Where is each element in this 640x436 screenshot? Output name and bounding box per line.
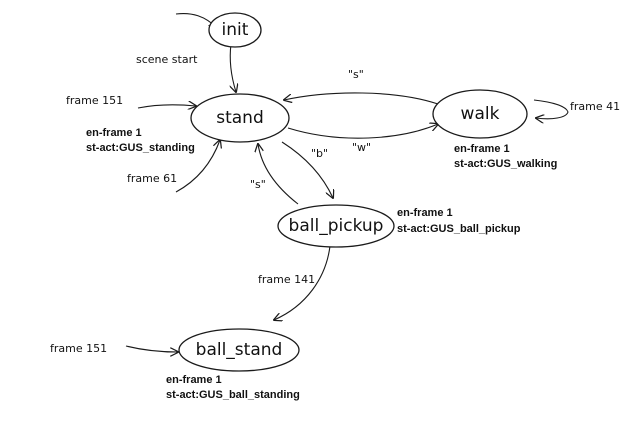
edge-frame61-stand bbox=[175, 140, 220, 193]
node-walk-label: walk bbox=[461, 104, 500, 124]
node-ball-pickup: ball_pickup bbox=[277, 204, 395, 248]
node-ball-pickup-label: ball_pickup bbox=[289, 216, 384, 236]
note-ball-pickup-line-1: en-frame 1 bbox=[397, 207, 453, 219]
edge-walk-loop bbox=[533, 99, 569, 119]
note-stand-line-1: en-frame 1 bbox=[86, 127, 142, 139]
edge-ballpickup-stand bbox=[258, 144, 299, 205]
label-b: "b" bbox=[311, 147, 328, 160]
node-stand-label: stand bbox=[216, 108, 264, 128]
edge-frame151-stand bbox=[137, 105, 196, 108]
node-init: init bbox=[208, 12, 262, 48]
label-w: "w" bbox=[352, 141, 371, 154]
edge-stand-walk bbox=[287, 124, 438, 139]
label-frame-151-ball-stand: frame 151 bbox=[50, 342, 107, 355]
label-frame-41: frame 41 bbox=[570, 100, 620, 113]
note-walk: en-frame 1 st-act:GUS_walking bbox=[454, 143, 557, 170]
label-frame-151-stand: frame 151 bbox=[66, 94, 123, 107]
node-ball-stand: ball_stand bbox=[178, 328, 300, 372]
note-ball-stand-line-2: st-act:GUS_ball_standing bbox=[166, 389, 300, 401]
label-s-pickup: "s" bbox=[250, 178, 266, 191]
node-ball-stand-label: ball_stand bbox=[196, 340, 283, 360]
note-ball-stand-line-1: en-frame 1 bbox=[166, 374, 222, 386]
edge-walk-stand bbox=[284, 92, 439, 105]
note-stand-line-2: st-act:GUS_standing bbox=[86, 142, 195, 154]
label-s-walk: "s" bbox=[348, 68, 364, 81]
edge-init-stand bbox=[230, 43, 236, 92]
note-ball-pickup-line-2: st-act:GUS_ball_pickup bbox=[397, 223, 521, 235]
edge-stand-ballpickup bbox=[281, 141, 333, 198]
edge-ballpickup-ballstand bbox=[274, 245, 331, 320]
note-stand: en-frame 1 st-act:GUS_standing bbox=[86, 127, 195, 154]
note-walk-line-1: en-frame 1 bbox=[454, 143, 510, 155]
node-walk: walk bbox=[432, 89, 528, 139]
node-init-label: init bbox=[222, 20, 249, 40]
label-frame-141: frame 141 bbox=[258, 273, 315, 286]
note-ball-pickup: en-frame 1 st-act:GUS_ball_pickup bbox=[397, 207, 521, 235]
label-scene-start: scene start bbox=[136, 53, 198, 66]
label-frame-61: frame 61 bbox=[127, 172, 177, 185]
edge-frame151-ballstand bbox=[125, 345, 178, 352]
note-walk-line-2: st-act:GUS_walking bbox=[454, 158, 557, 170]
note-ball-stand: en-frame 1 st-act:GUS_ball_standing bbox=[166, 374, 300, 401]
node-stand: stand bbox=[190, 93, 290, 143]
